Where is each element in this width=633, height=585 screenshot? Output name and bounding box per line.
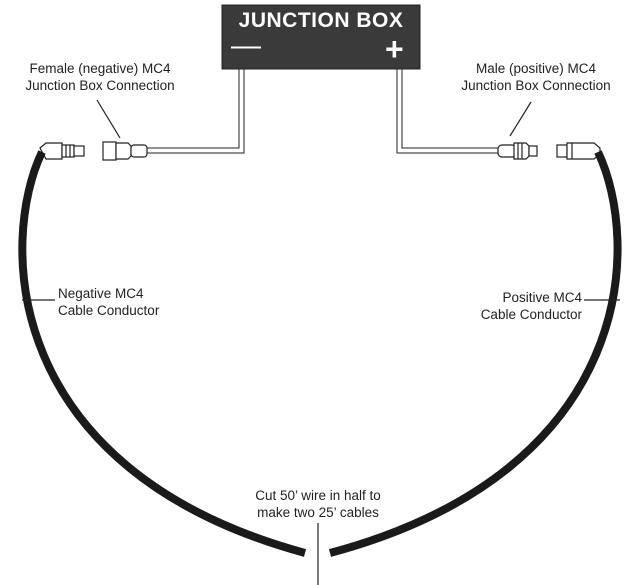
- cut-note-line-1: Cut 50’ wire in half to: [255, 488, 381, 503]
- junction-box: [221, 4, 421, 70]
- positive-cable-line-2: Cable Conductor: [480, 307, 582, 322]
- negative-cable-line-1: Negative MC4: [58, 286, 144, 301]
- female-mc4-junction-connector: [102, 141, 148, 161]
- female-connection-line-1: Female (negative) MC4: [29, 61, 171, 76]
- male-connector-leader: [509, 101, 532, 137]
- positive-cable: [328, 150, 622, 557]
- cut-note-label: Cut 50’ wire in half to make two 25’ cab…: [218, 487, 418, 521]
- negative-junction-lead: [147, 69, 245, 154]
- female-connection-line-2: Junction Box Connection: [25, 78, 175, 93]
- male-connection-line-1: Male (positive) MC4: [475, 61, 597, 76]
- negative-cable-line-2: Cable Conductor: [58, 303, 160, 318]
- female-connector-leader: [96, 99, 121, 139]
- cut-note-line-2: make two 25’ cables: [257, 505, 379, 520]
- positive-junction-lead: [396, 69, 500, 154]
- positive-terminal-symbol: +: [385, 31, 404, 67]
- male-connection-label: Male (positive) MC4 Junction Box Connect…: [438, 60, 633, 94]
- positive-cable-mc4-connector: [556, 142, 601, 160]
- positive-cable-line-1: Positive MC4: [502, 290, 582, 305]
- positive-cable-label: Positive MC4 Cable Conductor: [430, 289, 582, 323]
- negative-cable-mc4-connector: [39, 142, 85, 160]
- negative-cable: [18, 150, 307, 557]
- negative-terminal-symbol: —: [231, 29, 261, 62]
- male-connection-line-2: Junction Box Connection: [461, 78, 611, 93]
- female-connection-label: Female (negative) MC4 Junction Box Conne…: [2, 60, 198, 94]
- junction-box-title: JUNCTION BOX: [238, 9, 404, 32]
- male-mc4-junction-connector: [497, 142, 538, 160]
- negative-cable-label: Negative MC4 Cable Conductor: [58, 285, 159, 319]
